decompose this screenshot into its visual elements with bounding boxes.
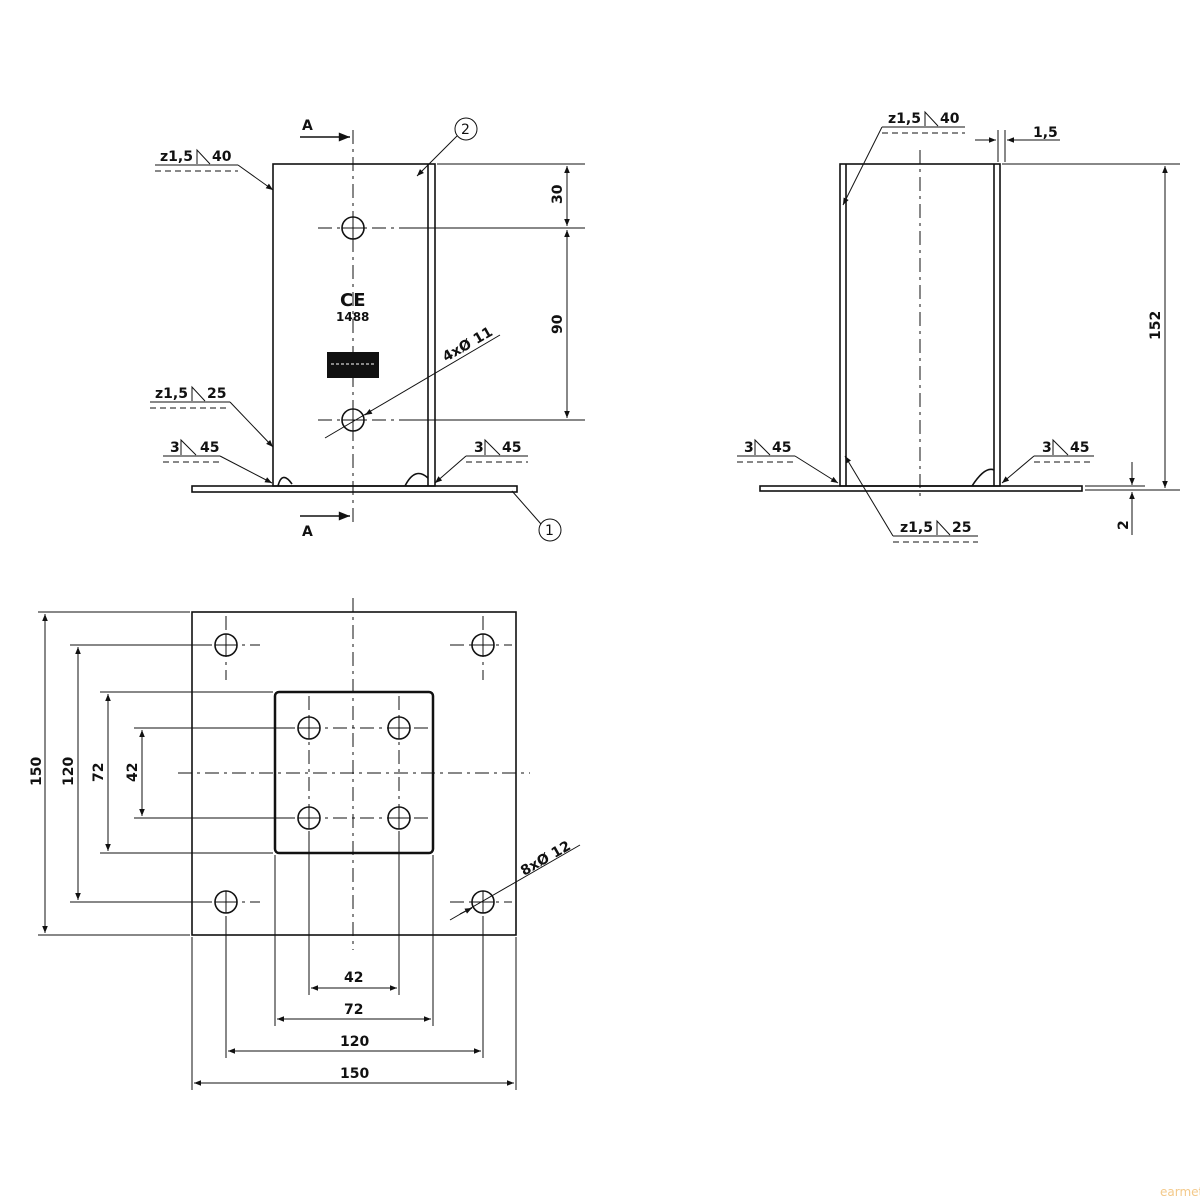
plate-hole <box>471 890 495 914</box>
balloon-post-label: 2 <box>461 122 470 138</box>
plate-hole <box>471 633 495 657</box>
dim-h-150: 150 <box>340 1066 369 1082</box>
svg-text:25: 25 <box>952 520 971 536</box>
plate-hole <box>214 633 238 657</box>
manufacturer-logo <box>327 352 379 378</box>
front-view: CE 1488 A A 2 1 30 90 4xØ 11 z1,5 40 z1,… <box>150 117 585 542</box>
svg-text:25: 25 <box>207 386 226 402</box>
dim-h-120: 120 <box>340 1034 369 1050</box>
dim-v-42: 42 <box>125 763 141 782</box>
dim-plate: 2 <box>1116 520 1132 530</box>
weld-symbol-top: z1,5 40 <box>155 148 274 191</box>
section-label: A <box>302 118 313 134</box>
dim-thickness: 1,5 <box>1033 125 1058 141</box>
svg-text:45: 45 <box>200 440 219 456</box>
hole <box>341 408 365 432</box>
dim-v-72: 72 <box>91 763 107 782</box>
svg-text:40: 40 <box>212 149 232 165</box>
post-outline <box>272 163 436 487</box>
svg-text:z1,5: z1,5 <box>900 520 933 536</box>
svg-text:3: 3 <box>170 440 180 456</box>
svg-text:z1,5: z1,5 <box>155 386 188 402</box>
weld-bead <box>404 472 429 487</box>
balloon-post <box>454 117 478 141</box>
section-label: A <box>302 524 313 540</box>
dim-top: 30 <box>550 184 566 204</box>
svg-text:40: 40 <box>940 111 960 127</box>
svg-text:45: 45 <box>772 440 791 456</box>
weld-symbol-mid: z1,5 25 <box>150 385 274 448</box>
svg-text:3: 3 <box>1042 440 1052 456</box>
dim-h-42: 42 <box>344 970 363 986</box>
hole <box>341 216 365 240</box>
dim-height: 152 <box>1148 311 1164 340</box>
svg-text:z1,5: z1,5 <box>888 111 921 127</box>
balloon-plate <box>538 518 562 542</box>
ce-mark: CE <box>340 290 366 311</box>
hole-callout: 8xØ 12 <box>518 838 574 879</box>
weld-symbol-top: z1,5 40 <box>842 110 965 206</box>
weld-symbol-right: 3 45 <box>434 438 528 484</box>
dim-h-72: 72 <box>344 1002 363 1018</box>
dim-v-120: 120 <box>61 757 77 786</box>
weld-symbol-right: 3 45 <box>1001 438 1094 484</box>
weld-bead <box>277 476 293 487</box>
base-plate <box>759 485 1083 492</box>
weld-symbol-left: 3 45 <box>737 438 839 484</box>
side-view: 152 2 1,5 z1,5 40 z1,5 25 3 45 3 45 <box>737 110 1180 543</box>
post-hole <box>297 806 321 830</box>
balloon-plate-label: 1 <box>545 523 554 539</box>
dim-hole-spacing: 90 <box>550 314 566 334</box>
post-hole <box>387 716 411 740</box>
svg-text:45: 45 <box>502 440 521 456</box>
watermark: earmet <box>1160 1185 1200 1199</box>
post-hole <box>387 806 411 830</box>
weld-symbol-left: 3 45 <box>163 438 273 484</box>
svg-text:45: 45 <box>1070 440 1089 456</box>
dim-v-150: 150 <box>29 757 45 786</box>
plate-hole <box>214 890 238 914</box>
weld-symbol-bottom: z1,5 25 <box>844 455 978 543</box>
hole-callout: 4xØ 11 <box>440 324 496 365</box>
svg-text:3: 3 <box>474 440 484 456</box>
ce-number: 1488 <box>336 310 369 324</box>
plan-view: 150 120 72 42 42 72 120 150 8xØ 12 <box>29 598 581 1090</box>
base-plate <box>191 485 518 493</box>
svg-text:3: 3 <box>744 440 754 456</box>
svg-text:z1,5: z1,5 <box>160 149 193 165</box>
post-hole <box>297 716 321 740</box>
